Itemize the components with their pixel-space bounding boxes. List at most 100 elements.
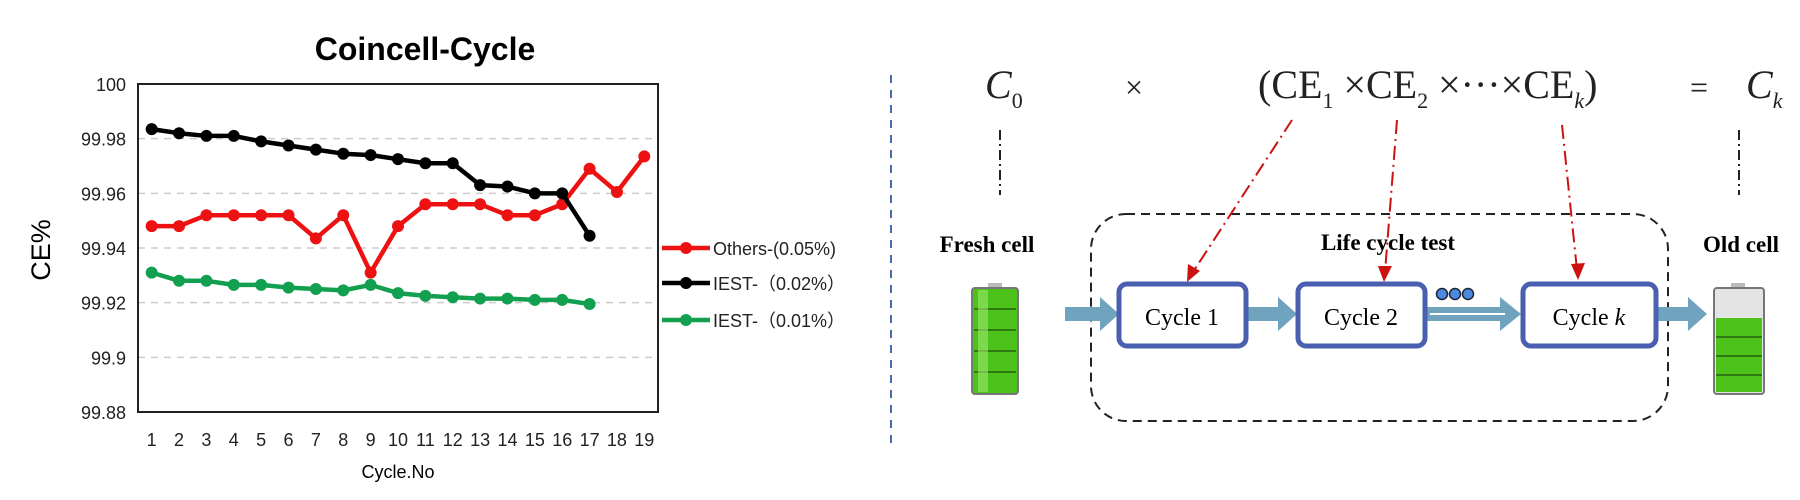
line-chart: Coincell-Cycle 99.8899.999.9299.9499.969… [26, 31, 845, 482]
data-point [419, 157, 432, 170]
red-arrowheads [1187, 263, 1585, 282]
legend: Others-(0.05%)IEST-（0.02%）IEST-（0.01%） [662, 239, 845, 331]
ce-times-2: ×CE [1333, 62, 1417, 107]
series-0 [145, 150, 651, 279]
ce-mapping-arrows [1192, 119, 1578, 273]
data-point [501, 180, 514, 193]
arrow-icon [1248, 297, 1297, 331]
data-point [255, 209, 268, 222]
y-tick-label: 99.96 [81, 184, 126, 204]
data-point [446, 157, 459, 170]
series-group [145, 123, 651, 311]
ck-subscript: k [1773, 88, 1784, 113]
data-point [610, 185, 623, 198]
data-point [446, 291, 459, 304]
x-tick-label: 19 [634, 430, 654, 450]
fresh-cell-label: Fresh cell [940, 232, 1035, 257]
x-tick-label: 15 [525, 430, 545, 450]
data-point [474, 198, 487, 211]
legend-item: Others-(0.05%) [662, 239, 836, 259]
x-tick-label: 2 [174, 430, 184, 450]
data-point [446, 198, 459, 211]
data-point [583, 162, 596, 175]
y-tick-label: 99.92 [81, 294, 126, 314]
x-tick-label: 8 [338, 430, 348, 450]
x-tick-label: 5 [256, 430, 266, 450]
arrow-icon [1658, 297, 1707, 331]
data-point [145, 266, 158, 279]
x-tick-label: 11 [416, 430, 435, 450]
data-point [556, 187, 569, 200]
fresh-battery-icon [971, 283, 1019, 395]
x-tick-label: 17 [580, 430, 600, 450]
chart-title: Coincell-Cycle [315, 31, 536, 67]
formula-c0: C0 [985, 62, 1023, 113]
data-point [227, 209, 240, 222]
data-point [200, 209, 213, 222]
data-point [282, 139, 295, 152]
cycle-box-1: Cycle 1 [1116, 281, 1249, 349]
x-tick-label: 9 [366, 430, 376, 450]
data-point [173, 274, 186, 287]
data-point [528, 209, 541, 222]
old-battery-icon [1713, 283, 1765, 395]
x-tick-label: 6 [284, 430, 294, 450]
data-point [528, 293, 541, 306]
data-point [501, 292, 514, 305]
data-point [392, 220, 404, 233]
cycle-k-var: k [1615, 305, 1626, 331]
data-point [309, 283, 322, 295]
c0-symbol: C [985, 62, 1013, 107]
cycle-box-2: Cycle 2 [1295, 281, 1428, 349]
data-point [364, 149, 377, 162]
y-tick-label: 99.88 [81, 403, 126, 423]
y-tick-label: 99.9 [91, 348, 126, 368]
data-point [173, 220, 186, 233]
data-point [255, 278, 268, 291]
formula-ck: Ck [1746, 62, 1784, 113]
x-tick-label: 18 [607, 430, 627, 450]
x-tick-label: 3 [201, 430, 211, 450]
data-point [282, 281, 295, 294]
data-point [474, 179, 487, 192]
data-point [364, 266, 377, 279]
series-1 [145, 123, 596, 242]
cycle-1-label: Cycle 1 [1145, 305, 1219, 331]
cycle-diagram: C0 × (CE1 ×CE2 ×···×CEk) = Ck Fresh cell… [940, 62, 1784, 422]
y-tick-label: 100 [96, 75, 126, 95]
flow-arrows [1065, 297, 1707, 331]
data-point [583, 298, 596, 311]
cycle-2-label: Cycle 2 [1324, 305, 1398, 331]
cycle-k-prefix: Cycle [1553, 305, 1615, 331]
data-point [227, 129, 240, 142]
x-tick-label: 13 [470, 430, 490, 450]
ellipsis-dots-icon [1435, 287, 1475, 301]
series-line [151, 155, 647, 275]
y-tick-label: 99.98 [81, 130, 126, 150]
ck-symbol: C [1746, 62, 1774, 107]
data-point [227, 278, 240, 291]
formula-equals: = [1690, 69, 1708, 105]
data-point [364, 278, 377, 291]
data-point [501, 209, 514, 222]
data-point [282, 209, 295, 222]
data-point [419, 289, 432, 302]
data-point [145, 220, 158, 233]
data-point [583, 229, 596, 242]
old-cell-label: Old cell [1703, 232, 1779, 257]
data-point [173, 127, 186, 140]
legend-label: IEST-（0.01%） [713, 311, 845, 331]
ce-sub-1: 1 [1322, 88, 1333, 113]
series-2 [145, 266, 596, 311]
x-tick-label: 16 [552, 430, 572, 450]
data-point [309, 143, 322, 156]
data-point [200, 129, 213, 142]
data-point [392, 287, 404, 300]
x-tick-label: 12 [443, 430, 463, 450]
data-point [392, 153, 404, 166]
x-tick-label: 4 [229, 430, 239, 450]
c0-subscript: 0 [1012, 88, 1023, 113]
